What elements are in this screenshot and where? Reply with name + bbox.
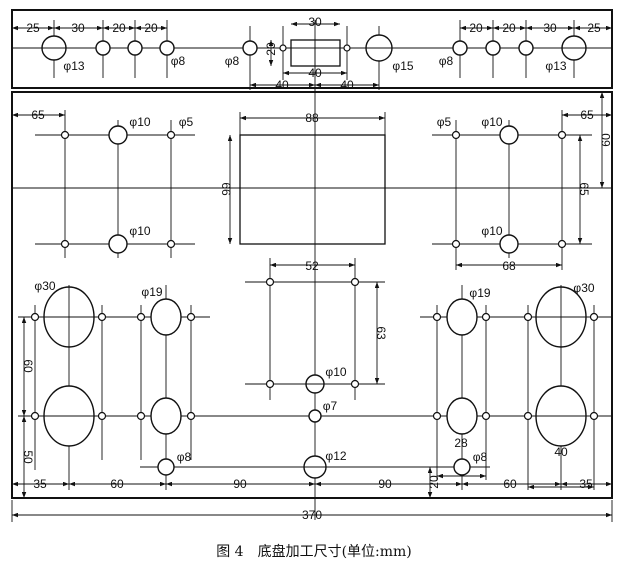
svg-text:60: 60 (21, 359, 35, 373)
svg-text:20: 20 (144, 21, 158, 35)
svg-text:90: 90 (378, 477, 392, 491)
svg-text:20: 20 (469, 21, 483, 35)
svg-text:20: 20 (264, 42, 278, 56)
svg-text:30: 30 (71, 21, 85, 35)
svg-text:370: 370 (302, 508, 322, 522)
main-panel (11, 91, 613, 499)
svg-text:60: 60 (110, 477, 124, 491)
svg-text:φ30: φ30 (573, 281, 594, 295)
figure-caption: 图 4 底盘加工尺寸(单位:mm) (216, 543, 412, 560)
svg-text:φ10: φ10 (325, 365, 346, 379)
svg-text:φ8: φ8 (473, 450, 488, 464)
svg-text:φ15: φ15 (392, 59, 413, 73)
svg-text:20: 20 (502, 21, 516, 35)
svg-text:68: 68 (502, 259, 516, 273)
svg-text:φ8: φ8 (171, 54, 186, 68)
svg-text:20: 20 (427, 475, 441, 489)
svg-text:φ7: φ7 (323, 399, 338, 413)
svg-text:28: 28 (454, 436, 468, 450)
svg-text:φ13: φ13 (545, 59, 566, 73)
top-dimension-lines (12, 21, 612, 88)
svg-text:35: 35 (579, 477, 593, 491)
svg-text:40: 40 (554, 445, 568, 459)
svg-text:φ8: φ8 (177, 450, 192, 464)
svg-text:φ10: φ10 (129, 115, 150, 129)
svg-text:40: 40 (308, 66, 322, 80)
svg-text:65: 65 (577, 182, 591, 196)
svg-text:63: 63 (374, 326, 388, 340)
svg-text:65: 65 (31, 108, 45, 122)
svg-text:25: 25 (587, 21, 601, 35)
main-dimension-lines (12, 92, 612, 518)
svg-text:35: 35 (33, 477, 47, 491)
svg-text:40: 40 (275, 78, 289, 92)
svg-text:φ13: φ13 (63, 59, 84, 73)
svg-text:φ19: φ19 (469, 286, 490, 300)
svg-text:90: 90 (233, 477, 247, 491)
svg-text:φ10: φ10 (481, 224, 502, 238)
svg-text:30: 30 (543, 21, 557, 35)
svg-text:φ30: φ30 (34, 279, 55, 293)
svg-text:20: 20 (112, 21, 126, 35)
svg-text:φ5: φ5 (437, 115, 452, 129)
svg-text:30: 30 (308, 15, 322, 29)
top-labels: 25 30 20 20 30 40 40 40 20 20 20 30 25 φ13 φ8 φ8 φ1… (26, 15, 601, 92)
top-holes (40, 34, 588, 67)
svg-text:88: 88 (305, 111, 319, 125)
svg-text:φ10: φ10 (129, 224, 150, 238)
svg-text:φ8: φ8 (225, 54, 240, 68)
svg-text:φ5: φ5 (179, 115, 194, 129)
svg-text:52: 52 (305, 259, 319, 273)
main-labels: 65 88 65 60 66 65 68 52 63 60 50 35 60 90 90 60 35 2… (21, 108, 613, 522)
svg-text:φ19: φ19 (141, 285, 162, 299)
svg-text:25: 25 (26, 21, 40, 35)
svg-text:65: 65 (580, 108, 594, 122)
svg-text:66: 66 (219, 182, 233, 196)
svg-text:φ12: φ12 (325, 449, 346, 463)
top-panel (11, 9, 613, 89)
rect-cutout (239, 134, 386, 245)
main-holes (30, 125, 599, 479)
svg-text:φ10: φ10 (481, 115, 502, 129)
svg-text:60: 60 (503, 477, 517, 491)
svg-text:60: 60 (599, 133, 613, 147)
svg-text:40: 40 (340, 78, 354, 92)
svg-text:φ8: φ8 (439, 54, 454, 68)
svg-text:50: 50 (21, 450, 35, 464)
